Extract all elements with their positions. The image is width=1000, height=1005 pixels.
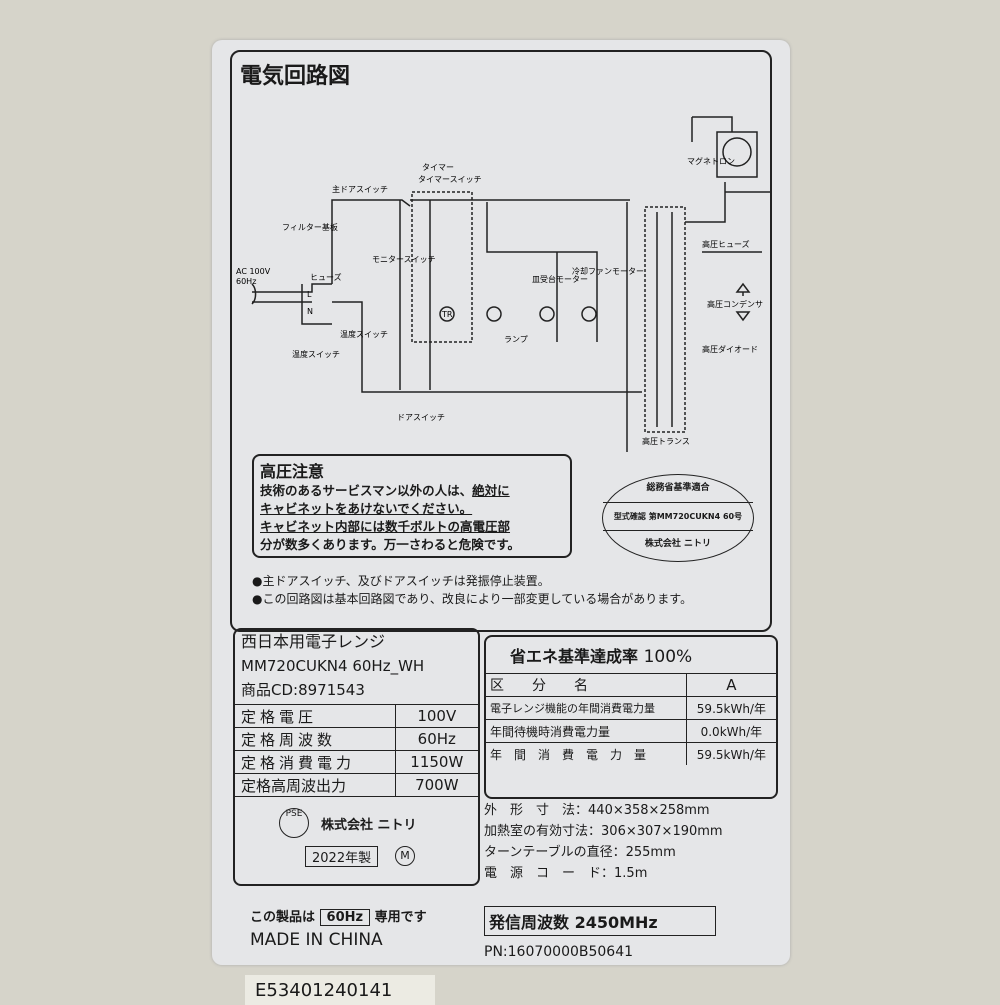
label-lamp: ランプ (504, 335, 528, 344)
label-magnetron: マグネトロン (687, 156, 735, 166)
label-hv-diode: 高圧ダイオード (702, 344, 758, 354)
cert-line2: 型式確認 第MM720CUKN4 60号 (603, 502, 753, 531)
label-monitor-switch: モニタースイッチ (372, 255, 436, 264)
label-thermo-switch-1: 温度スイッチ (340, 329, 388, 339)
circuit-diagram-frame: 電気回路図 主ドアスイッチ タイマー タイマースイッチ モニタースイッチ フィル… (230, 50, 772, 632)
pse-mark: PSE (279, 808, 309, 838)
list-item: 加熱室の有効寸法：306×307×190mm (484, 824, 723, 839)
maker: 株式会社 ニトリ (321, 818, 417, 833)
cert-line3: 株式会社 ニトリ (644, 539, 712, 549)
high-voltage-warning: 高圧注意 技術のあるサービスマン以外の人は、絶対に キャビネットをあけないでくだ… (252, 454, 572, 558)
warning-line3: キャビネット内部には数千ボルトの高電圧部 (260, 519, 511, 534)
product-name: 西日本用電子レンジ (241, 632, 386, 651)
label-filter-board: フィルター基板 (282, 222, 338, 232)
product-code: 商品CD:8971543 (241, 681, 365, 699)
certification-seal: 総務省基準適合 型式確認 第MM720CUKN4 60号 株式会社 ニトリ (602, 474, 754, 562)
dimensions-list: 外 形 寸 法：440×358×258mm 加熱室の有効寸法：306×307×1… (484, 800, 723, 884)
label-door-switch: ドアスイッチ (397, 413, 445, 422)
notes: ●主ドアスイッチ、及びドアスイッチは発振停止装置。 ●この回路図は基本回路図であ… (252, 572, 692, 608)
label-timer: タイマー (422, 163, 454, 172)
circuit-labels: 主ドアスイッチ タイマー タイマースイッチ モニタースイッチ フィルター基板 A… (236, 156, 763, 446)
product-rating-box: 西日本用電子レンジ MM720CUKN4 60Hz_WH 商品CD:897154… (233, 628, 480, 886)
label-timer-switch: タイマースイッチ (418, 175, 482, 184)
note-1: ●主ドアスイッチ、及びドアスイッチは発振停止装置。 (252, 574, 550, 588)
m-mark: M (395, 846, 415, 866)
made-in: MADE IN CHINA (250, 930, 383, 950)
list-item: ターンテーブルの直径：255mm (484, 845, 676, 860)
energy-title: 省エネ基準達成率 (510, 647, 639, 666)
label-hv-fuse: 高圧ヒューズ (702, 239, 750, 249)
label-hv-transformer: 高圧トランス (642, 436, 690, 446)
circuit-title: 電気回路図 (240, 64, 351, 89)
label-L: L (307, 290, 312, 299)
label-turntable-motor: 皿受台モーター (532, 274, 588, 284)
list-item: 電 源 コ ー ド：1.5m (484, 866, 648, 881)
label-N: N (307, 307, 313, 316)
warning-line1-underlined: 絶対に (472, 483, 510, 498)
energy-rate: 100% (643, 647, 693, 667)
label-tr: TR (441, 310, 453, 319)
part-number: PN:16070000B50641 (484, 944, 634, 960)
label-ac: AC 100V (236, 267, 271, 276)
product-model: MM720CUKN4 60Hz_WH (241, 657, 425, 675)
note-2: ●この回路図は基本回路図であり、改良により一部変更している場合があります。 (252, 592, 693, 606)
manufacture-year: 2022年製 (305, 846, 379, 867)
label-hv-capacitor: 高圧コンデンサ (707, 299, 763, 309)
list-item: 外 形 寸 法：440×358×258mm (484, 803, 710, 818)
serial-sticker: E53401240141 (245, 975, 435, 1005)
label-main-door-switch: 主ドアスイッチ (332, 184, 388, 194)
usage-note: この製品は 60Hz 専用です (250, 909, 427, 926)
label-fuse: ヒューズ (310, 272, 342, 282)
warning-title: 高圧注意 (260, 462, 325, 481)
warning-line1: 技術のあるサービスマン以外の人は、 (260, 483, 473, 498)
label-thermo-switch-2: 温度スイッチ (292, 349, 340, 359)
warning-line2: キャビネットをあけないでください。 (260, 501, 473, 516)
label-fan-motor: 冷却ファンモーター (572, 266, 644, 276)
label-hz: 60Hz (236, 277, 256, 286)
cert-line1: 総務省基準適合 (646, 483, 710, 493)
warning-line4: 分が数多くあります。万一さわると危険です。 (260, 537, 521, 552)
circuit-diagram (251, 116, 770, 452)
oscillation-frequency: 発信周波数 2450MHz (484, 906, 716, 936)
rating-label: 電気回路図 主ドアスイッチ タイマー タイマースイッチ モニタースイッチ フィル… (212, 40, 790, 965)
